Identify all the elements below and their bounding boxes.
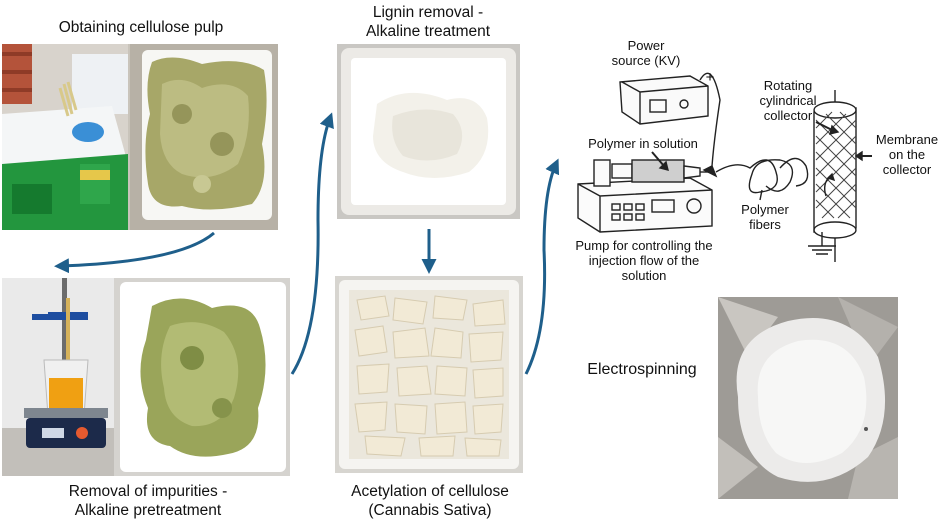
label-impurities-line1: Removal of impurities -	[68, 483, 228, 500]
arrow-acetylation-to-electrospinning	[524, 158, 560, 375]
label-removal-impurities: Removal of impurities - Alkaline pretrea…	[8, 482, 288, 520]
label-membrane-line2: on the	[888, 147, 926, 162]
label-pump-line3: solution	[621, 268, 667, 283]
label-plus-sign: +	[700, 70, 720, 85]
label-electrospinning: Electrospinning	[568, 360, 716, 379]
label-polymer-solution-text: Polymer in solution	[588, 136, 698, 151]
label-polymer-fibers: Polymer fibers	[730, 202, 800, 232]
label-membrane-line1: Membrane	[875, 132, 939, 147]
arrow-pulp-to-impurities	[54, 231, 215, 274]
label-collector-line3: collector	[763, 108, 813, 123]
label-impurities-line2: Alkaline pretreatment	[74, 502, 222, 519]
label-polymer-solution: Polymer in solution	[566, 136, 720, 151]
photo-removal-impurities	[2, 278, 290, 476]
photo-membrane	[718, 297, 898, 499]
photo-lignin-removal	[337, 44, 520, 219]
photo-acetylation	[335, 276, 523, 473]
label-plus-text: +	[705, 69, 715, 86]
label-electrospinning-text: Electrospinning	[587, 361, 697, 378]
label-pump: Pump for controlling the injection flow …	[560, 238, 728, 283]
label-membrane: Membrane on the collector	[868, 132, 946, 177]
photo-obtaining-pulp	[2, 44, 278, 230]
label-collector-line2: cylindrical	[759, 93, 817, 108]
label-collector: Rotating cylindrical collector	[748, 78, 828, 123]
label-pump-line1: Pump for controlling the	[575, 238, 713, 253]
label-lignin-line2: Alkaline treatment	[365, 23, 491, 40]
label-acetylation-line1: Acetylation of cellulose	[351, 483, 509, 500]
arrow-impurities-to-lignin	[290, 112, 334, 375]
label-lignin-line1: Lignin removal -	[372, 4, 484, 21]
label-power-source: Power source (KV)	[596, 38, 696, 68]
label-acetylation-line2: (Cannabis Sativa)	[368, 502, 492, 519]
label-power-line1: Power	[627, 38, 665, 53]
label-membrane-line3: collector	[882, 162, 932, 177]
label-pump-line2: injection flow of the	[588, 253, 700, 268]
label-fibers-line2: fibers	[749, 217, 781, 232]
label-power-line2: source (KV)	[611, 53, 681, 68]
label-fibers-line1: Polymer	[741, 202, 789, 217]
label-acetylation: Acetylation of cellulose (Cannabis Sativ…	[322, 482, 538, 520]
label-lignin-removal: Lignin removal - Alkaline treatment	[328, 3, 528, 41]
label-obtaining-pulp-text: Obtaining cellulose pulp	[58, 19, 224, 36]
label-obtaining-pulp: Obtaining cellulose pulp	[10, 18, 272, 37]
label-collector-line1: Rotating	[763, 78, 813, 93]
